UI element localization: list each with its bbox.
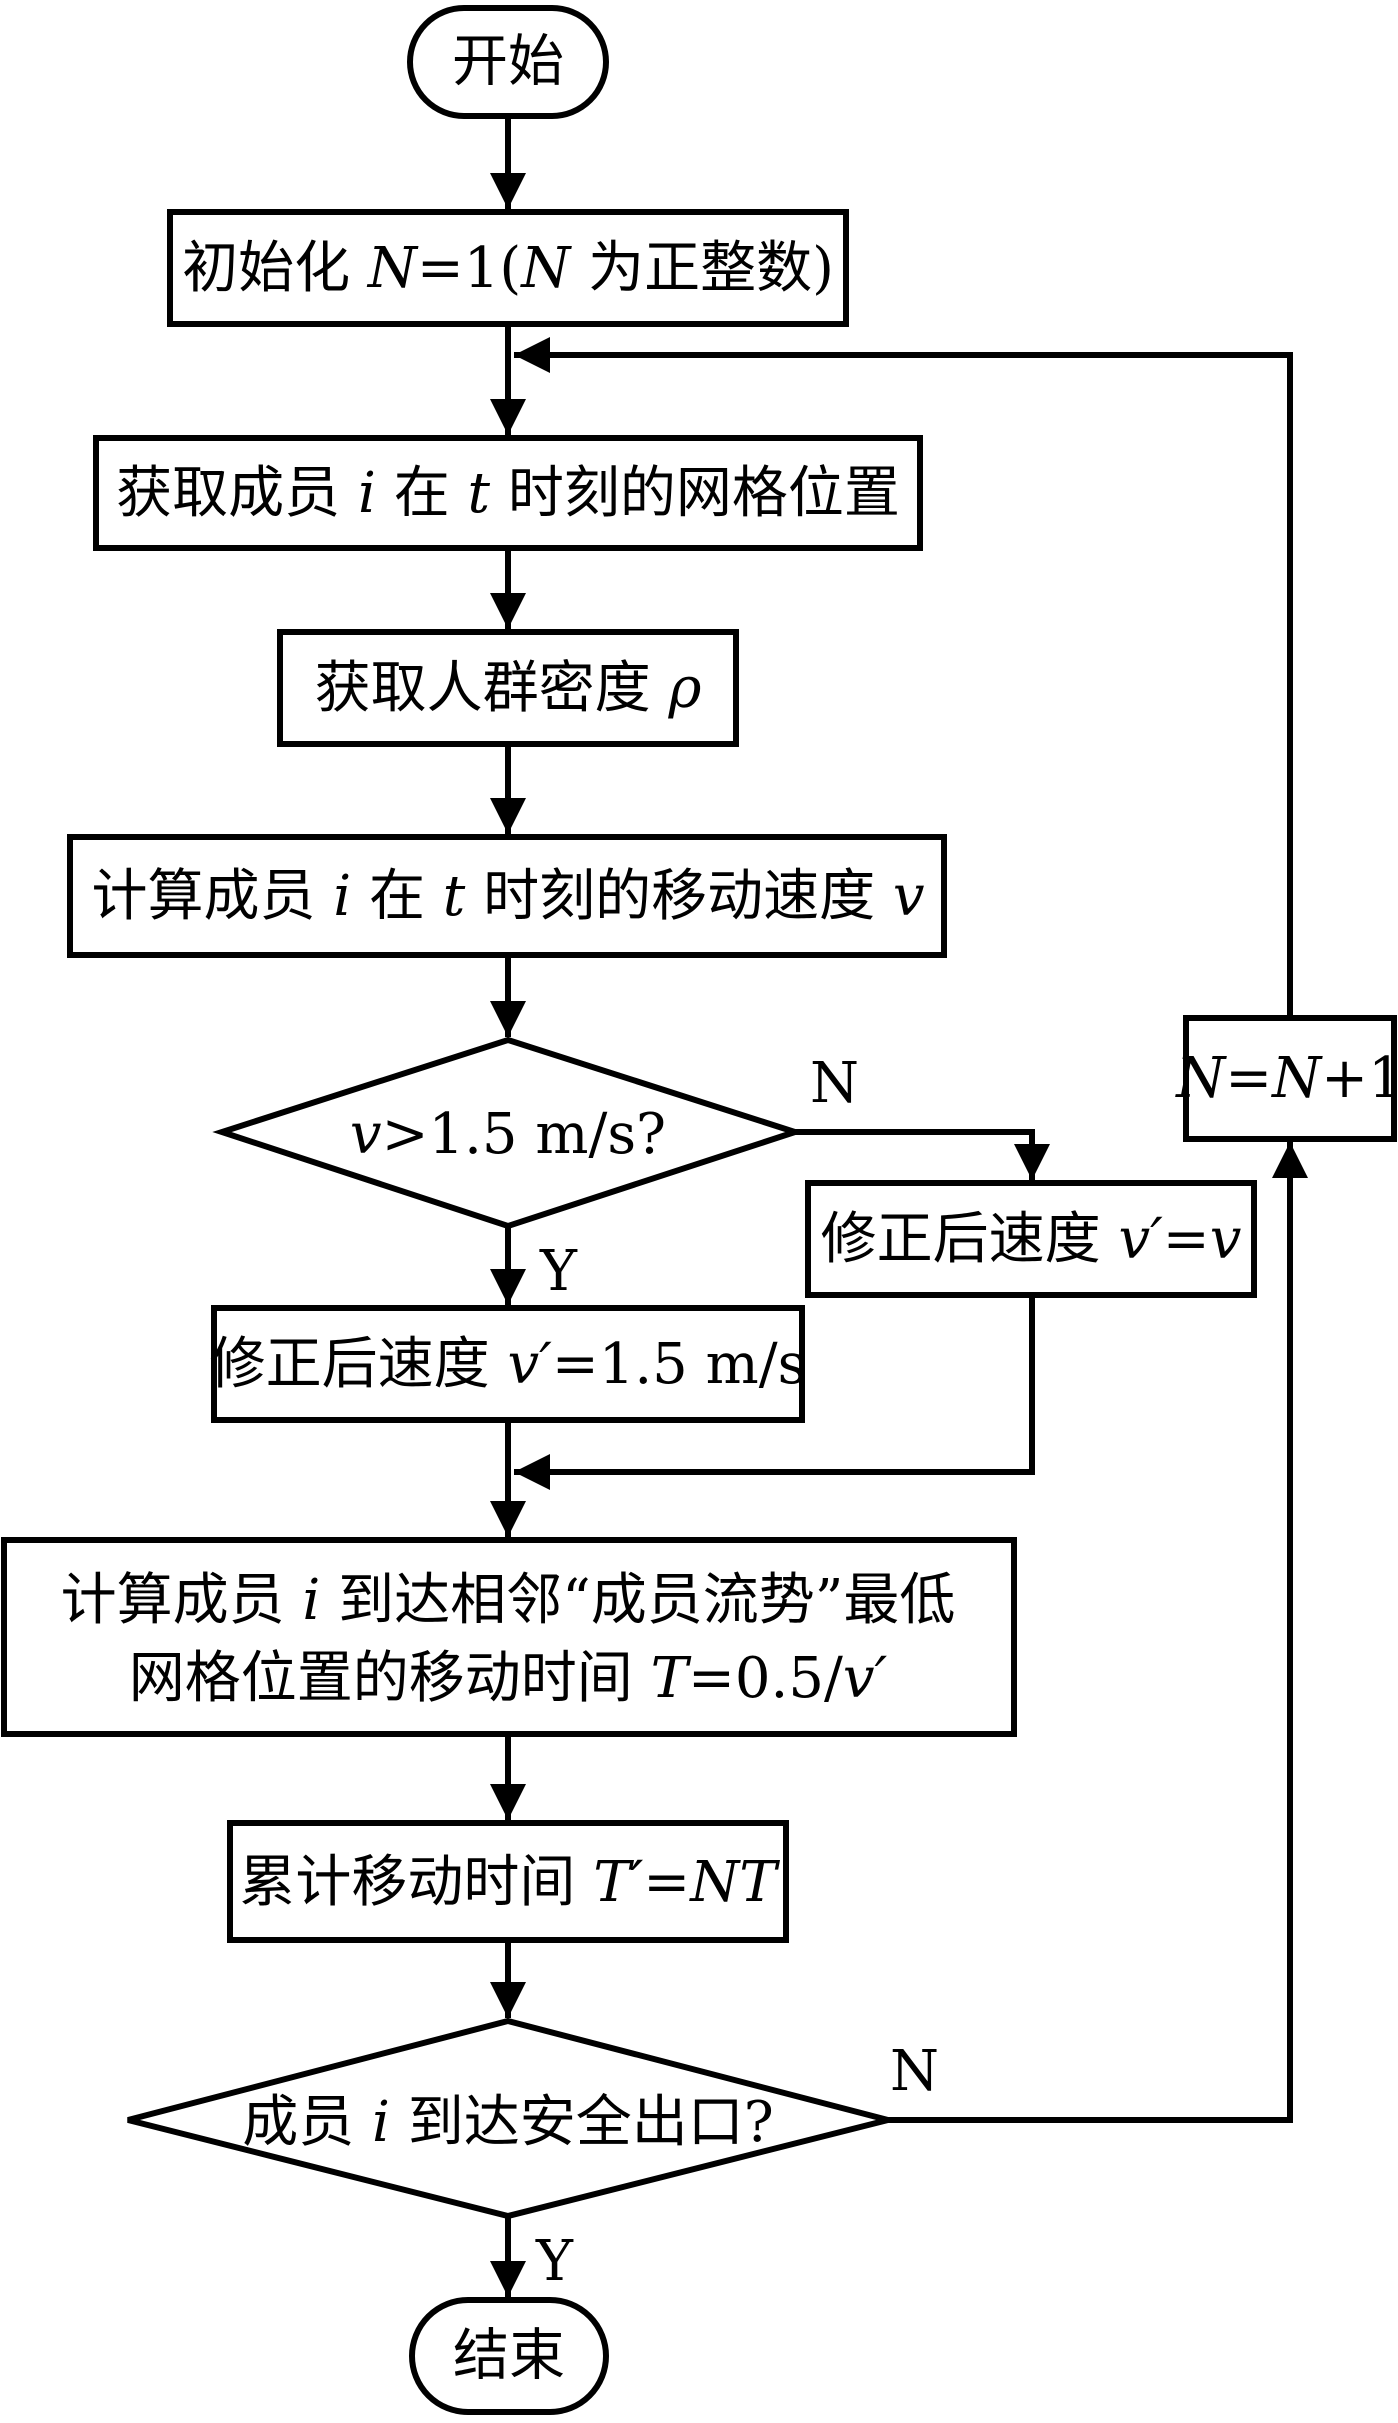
connectors [490,117,1308,2297]
decision-exit-label: 成员 i 到达安全出口? [242,2090,774,2155]
node-accum: 累计移动时间 T′=NT [227,1820,789,1943]
node-speed: 计算成员 i 在 t 时刻的移动速度 v [67,834,947,958]
edge-corra-merge [514,1295,1035,1490]
node-init: 初始化 N=1(N 为正整数) [167,209,849,327]
label-exit-no: N [890,2039,939,2104]
time-label-line2: 网格位置的移动时间 T=0.5/v′ [129,1646,888,1711]
increment-label: N=N+1 [1174,1046,1398,1111]
edge-increment-loop [514,337,1293,1015]
node-getpos: 获取成员 i 在 t 时刻的网格位置 [93,435,923,551]
node-start: 开始 [407,5,609,119]
accum-label: 累计移动时间 T′=NT [239,1850,780,1915]
decision-speed: v>1.5 m/s? [212,1036,805,1230]
label-speed-no: N [810,1051,859,1116]
decision-speed-label: v>1.5 m/s? [350,1102,666,1167]
node-corrected-a: 修正后速度 v′=v [805,1180,1257,1298]
edge-check-no [795,1129,1050,1180]
node-corrected-b: 修正后速度 v′=1.5 m/s [210,1305,807,1423]
edge-exit-no [888,1142,1308,2123]
end-label: 结束 [453,2324,565,2389]
time-label-line1: 计算成员 i 到达相邻“成员流势”最低 [61,1568,956,1633]
decision-exit: 成员 i 到达安全出口? [127,2017,889,2220]
node-time: 计算成员 i 到达相邻“成员流势”最低 网格位置的移动时间 T=0.5/v′ [1,1537,1017,1737]
label-exit-yes: Y [535,2229,574,2294]
node-density: 获取人群密度 ρ [277,629,739,747]
node-increment: N=N+1 [1174,1015,1398,1142]
start-label: 开始 [452,30,564,95]
density-label: 获取人群密度 ρ [315,656,702,721]
node-end: 结束 [409,2297,609,2415]
getpos-label: 获取成员 i 在 t 时刻的网格位置 [116,461,900,526]
speed-label: 计算成员 i 在 t 时刻的移动速度 v [91,864,924,929]
init-label: 初始化 N=1(N 为正整数) [182,236,834,301]
label-speed-yes: Y [539,1239,578,1304]
corrected-b-label: 修正后速度 v′=1.5 m/s [210,1332,807,1397]
corrected-a-label: 修正后速度 v′=v [821,1207,1242,1272]
